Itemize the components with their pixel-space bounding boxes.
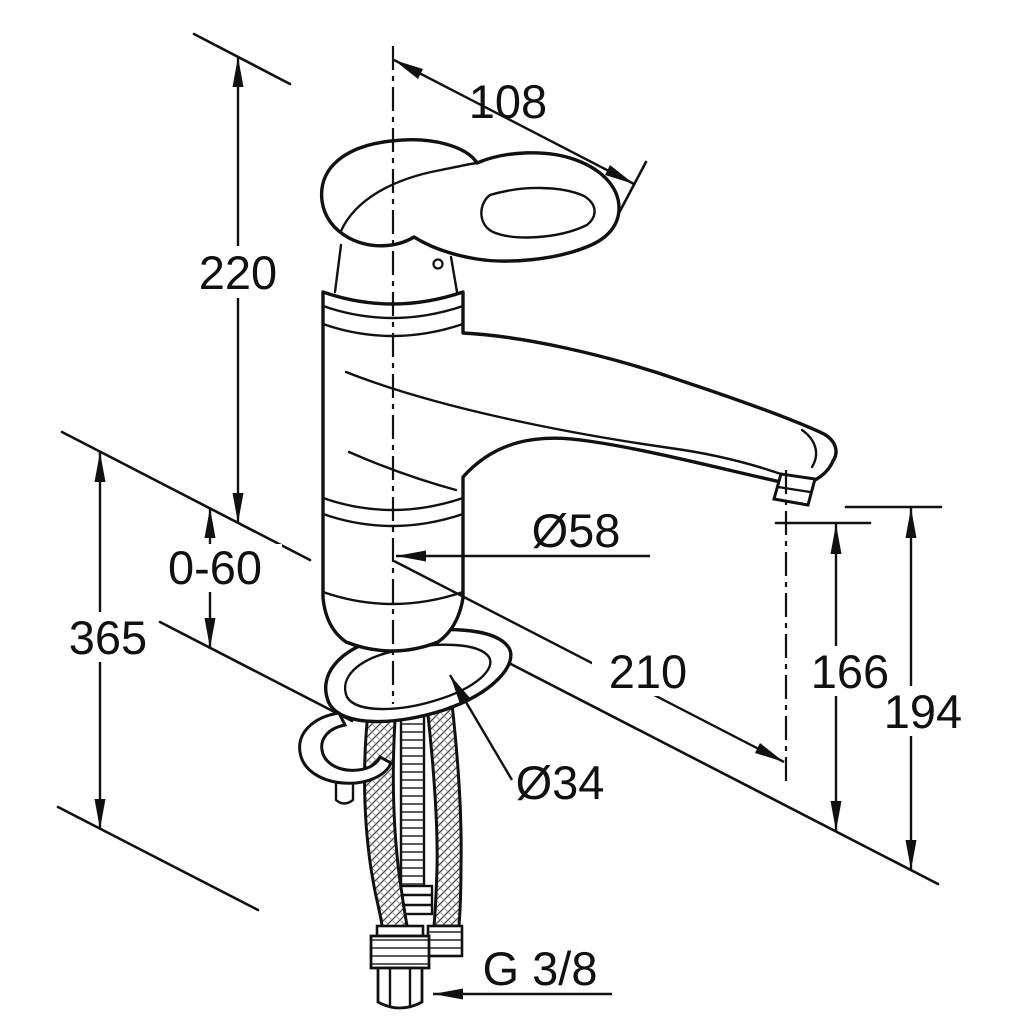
supply-hoses xyxy=(363,702,464,958)
set-screw-dot xyxy=(432,258,444,270)
base-inner-edge xyxy=(344,643,492,711)
arrow-166-bottom xyxy=(830,801,842,831)
arrow-194-top xyxy=(905,508,917,538)
arrow-108-start xyxy=(394,60,423,79)
hose-right-fitting xyxy=(426,924,464,958)
patch-0-60 xyxy=(148,544,282,592)
mounting-plane-line-left xyxy=(60,430,312,562)
arrow-194-bottom xyxy=(905,840,917,870)
arrow-108-end xyxy=(605,165,634,184)
handle-top-extension-line xyxy=(192,32,292,86)
lower-extent-line xyxy=(56,805,260,912)
arrow-220-bottom xyxy=(232,493,244,523)
arrow-365-top xyxy=(94,452,106,482)
arrow-210 xyxy=(755,743,784,762)
patch-210 xyxy=(592,646,704,696)
dim-line-210 xyxy=(393,559,785,764)
arrow-365-bottom xyxy=(94,799,106,829)
dim-line-108 xyxy=(393,58,635,186)
neck-lines xyxy=(333,243,459,294)
dim-label-210: 210 xyxy=(609,645,687,698)
dim-label-365: 365 xyxy=(69,611,147,664)
arrow-g38 xyxy=(433,988,463,1000)
arrow-0-60-top xyxy=(204,508,216,538)
dim-label-g38: G 3/8 xyxy=(483,942,598,995)
reference-plane-lines xyxy=(56,32,943,912)
dimension-labels: 108 220 0-60 365 Ø58 210 166 194 Ø34 G 3… xyxy=(69,75,962,995)
dim-label-166: 166 xyxy=(811,645,889,698)
spout-sweep-line xyxy=(344,370,794,480)
dim-label-d58: Ø58 xyxy=(532,504,621,557)
dim-label-0-60: 0-60 xyxy=(168,541,262,594)
patch-194 xyxy=(868,686,978,736)
g38-connector xyxy=(369,924,431,1010)
dim-label-194: 194 xyxy=(884,685,962,738)
body-ring-lower xyxy=(321,512,465,528)
dim-label-108: 108 xyxy=(469,75,547,128)
faucet-drawing xyxy=(298,138,838,1010)
arrow-d34 xyxy=(450,675,470,704)
arrow-d58 xyxy=(396,550,426,562)
body-bottom-ring xyxy=(321,590,465,606)
mounting-plane-line-right xyxy=(501,658,940,886)
patch-365 xyxy=(58,612,158,662)
body-shoulder-line xyxy=(347,450,458,492)
handle-detail-lines xyxy=(333,161,596,294)
deck-underside-line xyxy=(158,620,354,723)
arrow-0-60-bottom xyxy=(204,618,216,648)
dimension-arrowheads xyxy=(94,57,917,1000)
patch-220 xyxy=(186,246,290,298)
dim-label-220: 220 xyxy=(199,246,277,299)
aerator xyxy=(772,472,817,507)
handle-cap-crease xyxy=(339,161,479,233)
arrow-166-top xyxy=(830,524,842,554)
dim-label-d34: Ø34 xyxy=(516,756,605,809)
arrow-220-top xyxy=(232,57,244,87)
handle-loop-opening xyxy=(480,186,596,239)
collar-ring-upper xyxy=(321,304,465,320)
body-detail-lines xyxy=(321,304,818,606)
handle-outline xyxy=(319,138,621,263)
label-patches xyxy=(58,246,978,736)
spout-tip-ring xyxy=(800,428,818,469)
centerlines xyxy=(391,46,788,782)
horseshoe-washer xyxy=(298,711,393,805)
